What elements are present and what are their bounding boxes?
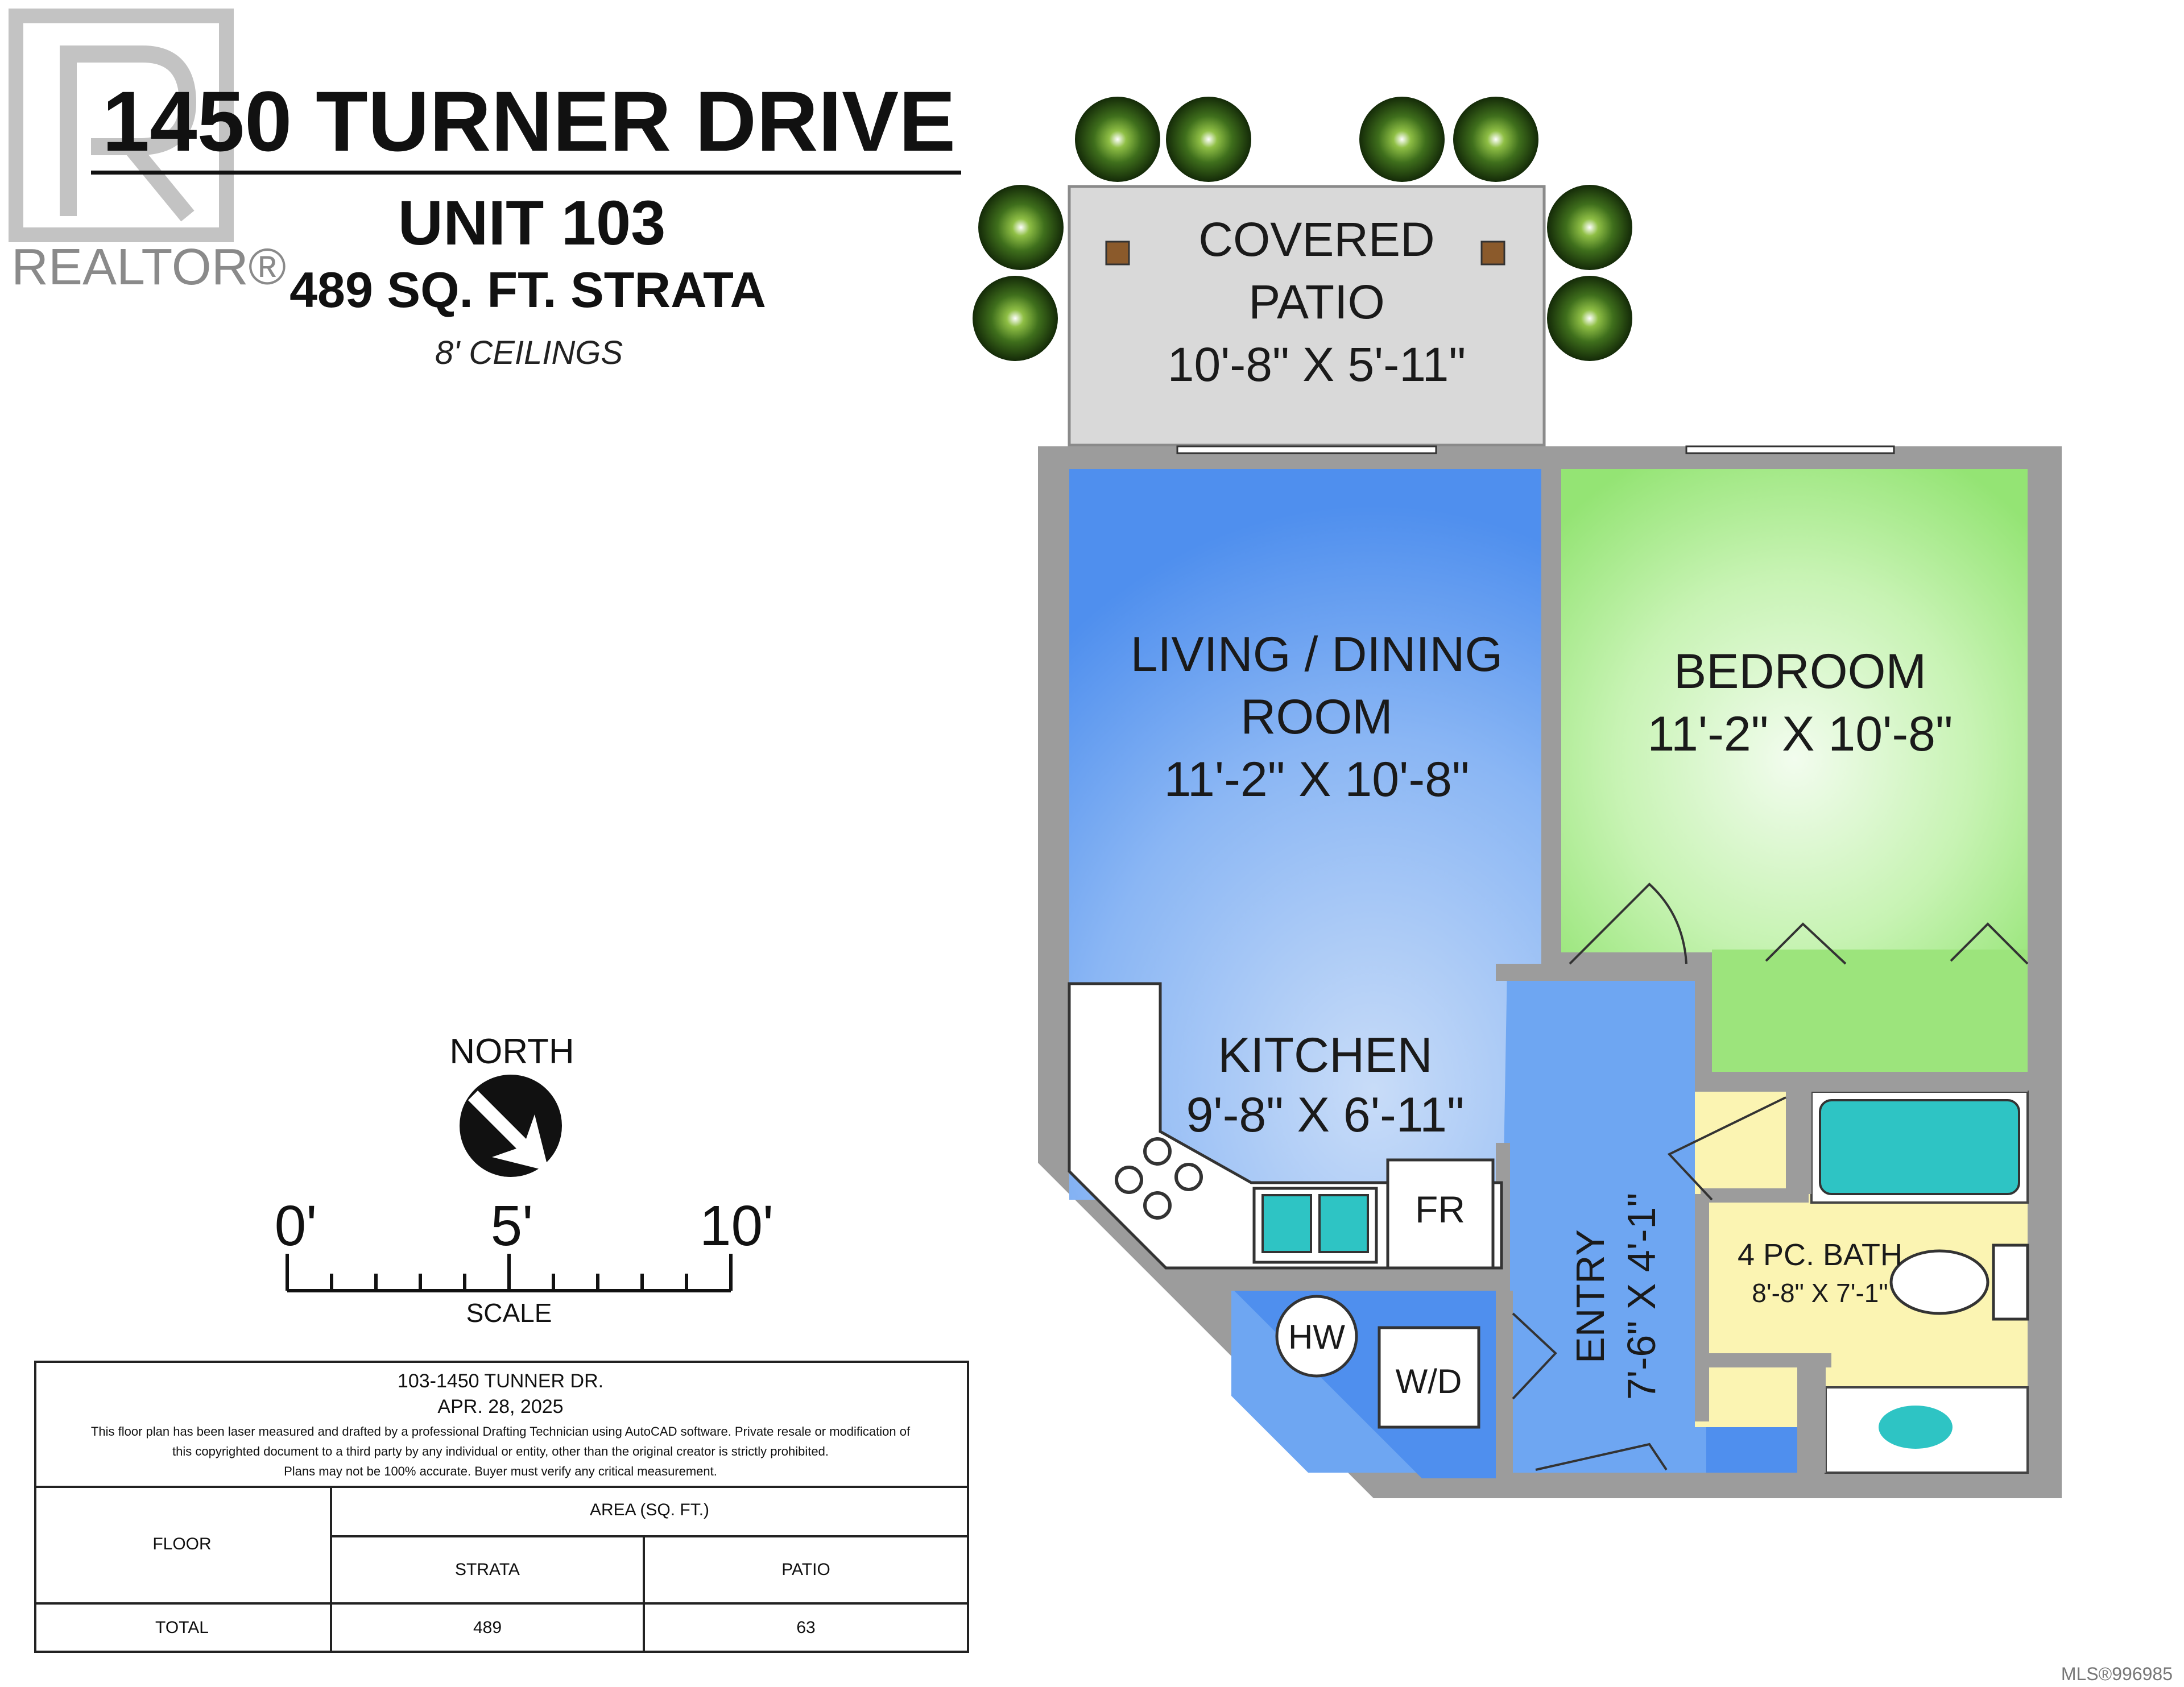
info-table — [34, 1361, 969, 1653]
patio-post-right — [1480, 241, 1505, 266]
realtor-brand: REALTOR® — [11, 239, 286, 296]
table-patio-value: 63 — [796, 1618, 815, 1637]
shrub-icon — [1075, 97, 1160, 182]
table-row-label: TOTAL — [155, 1618, 209, 1637]
scale-tick-label: 10' — [700, 1194, 774, 1258]
realtor-logo — [9, 9, 234, 242]
interior-walls — [1228, 469, 2028, 1478]
shrub-icon — [973, 276, 1058, 361]
fridge — [1386, 1158, 1495, 1270]
patio-label: COVERED — [1198, 213, 1434, 266]
shrub-icon — [978, 185, 1064, 270]
sink-basin — [1879, 1406, 1953, 1449]
area-subtitle: 489 SQ. FT. STRATA — [289, 262, 766, 318]
disclaimer-line: This floor plan has been laser measured … — [91, 1424, 911, 1439]
living-room-dimensions: 11'-2" X 10'-8" — [1164, 752, 1470, 807]
bedroom-window — [1685, 445, 1895, 454]
table-header-patio: PATIO — [781, 1560, 830, 1579]
disclaimer-line: Plans may not be 100% accurate. Buyer mu… — [284, 1464, 717, 1478]
unit-subtitle: UNIT 103 — [398, 188, 666, 258]
bath-dimensions: 8'-8" X 7'-1" — [1752, 1278, 1888, 1308]
shrubs — [973, 97, 1632, 361]
table-header-area: AREA (SQ. FT.) — [590, 1501, 709, 1519]
washer-dryer — [1378, 1326, 1480, 1429]
patio-door — [1176, 445, 1437, 454]
kitchen-dimensions: 9'-8" X 6'-11" — [1186, 1088, 1464, 1142]
scale-label: SCALE — [466, 1298, 552, 1328]
table-strata-value: 489 — [473, 1618, 502, 1637]
patio-area — [1068, 185, 1546, 447]
hot-water-label: HW — [1288, 1318, 1345, 1356]
shrub-icon — [1453, 97, 1538, 182]
table-header-strata: STRATA — [455, 1560, 520, 1579]
kitchen-label: KITCHEN — [1218, 1028, 1432, 1083]
shrub-icon — [1547, 276, 1632, 361]
hot-water-tank — [1275, 1295, 1358, 1378]
scale-tick-label: 0' — [275, 1194, 317, 1258]
shrub-icon — [1359, 97, 1445, 182]
north-arrow-icon — [460, 1075, 562, 1177]
bedroom-floor-lower — [1712, 950, 2028, 1072]
washer-dryer-label: W/D — [1396, 1362, 1462, 1400]
patio-dimensions: 10'-8" X 5'-11" — [1168, 338, 1466, 391]
entry-label: ENTRY — [1568, 1229, 1612, 1363]
scale-tick-label: 5' — [491, 1194, 533, 1258]
compass-label: NORTH — [449, 1032, 574, 1071]
entry-dimensions: 7'-6" X 4'-1" — [1619, 1193, 1664, 1400]
mls-number: MLS®996985 — [2061, 1664, 2173, 1684]
patio-post-left — [1105, 241, 1130, 266]
disclaimer-line: this copyrighted document to a third par… — [172, 1444, 829, 1458]
scale-bar — [286, 1254, 733, 1292]
fridge-label: FR — [1415, 1188, 1465, 1230]
shrub-icon — [1166, 97, 1251, 182]
bedroom-dimensions: 11'-2" X 10'-8" — [1648, 707, 1953, 761]
ceilings-note: 8' CEILINGS — [435, 334, 623, 371]
bathtub — [1819, 1099, 2020, 1195]
title-underline — [91, 171, 961, 175]
living-room-label: ROOM — [1240, 690, 1393, 744]
stove-icon — [1115, 1137, 1203, 1220]
shrub-icon — [1547, 185, 1632, 270]
info-address: 103-1450 TUNNER DR. — [398, 1370, 603, 1392]
toilet-icon — [1889, 1244, 2029, 1321]
bedroom-floor — [1561, 469, 2028, 952]
living-room-label: LIVING / DINING — [1131, 627, 1503, 682]
bedroom-label: BEDROOM — [1674, 644, 1926, 699]
door-swings — [1512, 882, 2029, 1471]
kitchen-sink-icon — [1252, 1187, 1378, 1264]
address-title: 1450 TURNER DRIVE — [102, 73, 956, 169]
info-date: APR. 28, 2025 — [437, 1396, 563, 1417]
bath-label: 4 PC. BATH — [1738, 1238, 1902, 1272]
patio-label: PATIO — [1248, 275, 1385, 329]
table-header-floor: FLOOR — [152, 1535, 211, 1553]
